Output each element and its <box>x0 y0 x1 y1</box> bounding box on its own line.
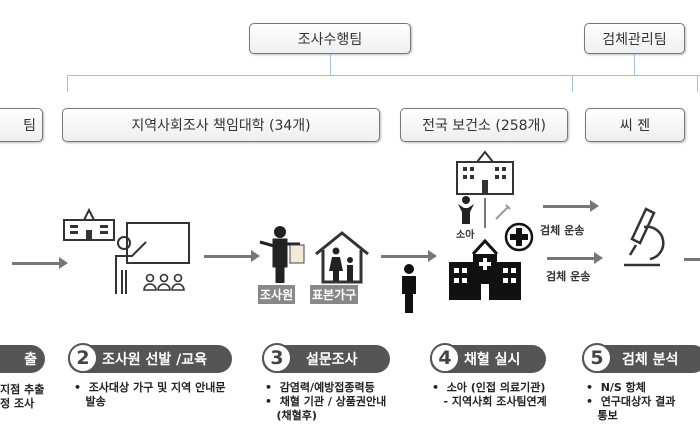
medical-cross-icon <box>504 222 534 252</box>
step-1-pill: 출 <box>0 345 45 373</box>
flow-arrow <box>543 200 599 212</box>
step-label: 채혈 실시 <box>464 352 521 368</box>
bullet: 지점 추출 <box>0 383 45 396</box>
teacher-icon <box>115 222 190 294</box>
step-number: 3 <box>262 343 292 373</box>
bullet: 정 조사 <box>0 397 35 410</box>
flow-arrow <box>12 257 68 269</box>
bullet: - 지역사회 조사팀연계 <box>432 395 547 408</box>
surveyor-icon <box>259 226 305 283</box>
org-box-0: 팀 <box>0 108 43 142</box>
syringe-icon <box>495 204 511 220</box>
step-number: 4 <box>430 343 460 373</box>
step-label: 설문조사 <box>306 352 358 368</box>
connector <box>67 75 700 76</box>
household-tag: 표본가구 <box>310 285 359 304</box>
bullet: • 소아 (인접 의료기관) <box>432 381 546 394</box>
microscope-icon <box>624 207 665 267</box>
step-5-bullets: • N/S 항체• 연구대상자 결과 통보 <box>586 381 675 423</box>
step-label: 조사원 선발 /교육 <box>102 352 208 368</box>
connector <box>484 198 486 228</box>
specimen-team-box: 검체관리팀 <box>584 23 685 54</box>
flow-arrow <box>547 252 603 264</box>
bullet: • 조사대상 가구 및 지역 안내문 <box>74 381 226 394</box>
transport-label-1: 검체 운송 <box>540 224 585 237</box>
bullet: (채혈후) <box>265 409 317 422</box>
step-5-pill: 5 검체 분석 <box>582 343 700 373</box>
step-label: 검체 분석 <box>622 352 679 368</box>
clinic-icon <box>456 150 514 195</box>
connector <box>330 54 331 75</box>
org-box-seegene: 씨 젠 <box>585 108 685 142</box>
flow-arrow <box>684 258 700 261</box>
connector <box>697 75 698 92</box>
step-3-pill: 3 설문조사 <box>262 343 390 373</box>
bullet: • N/S 항체 <box>586 381 646 394</box>
step-4-bullets: • 소아 (인접 의료기관) - 지역사회 조사팀연계 <box>432 381 547 409</box>
step-number: 5 <box>582 343 612 373</box>
bullet: 통보 <box>586 409 618 422</box>
bullet: • 채혈 기관 / 상품권안내 <box>265 395 387 408</box>
hospital-icon <box>449 238 521 300</box>
bullet: 발송 <box>74 395 106 408</box>
flow-arrow <box>381 250 437 262</box>
flow-arrow <box>204 250 260 262</box>
org-box-university: 지역사회조사 책임대학 (34개) <box>62 108 380 142</box>
org-box-health-center: 전국 보건소 (258개) <box>400 108 568 142</box>
bullet: • 감염력/예방접종력등 <box>265 381 375 394</box>
step-2-bullets: • 조사대상 가구 및 지역 안내문 발송 <box>74 381 225 409</box>
bullet: • 연구대상자 결과 <box>586 395 676 408</box>
connector <box>67 75 68 92</box>
step-3-bullets: • 감염력/예방접종력등• 채혈 기관 / 상품권안내 (채혈후) <box>265 381 386 423</box>
household-icon <box>315 231 369 284</box>
connector <box>634 54 635 75</box>
step-number: 2 <box>68 343 98 373</box>
university-icon <box>63 208 115 241</box>
child-label: 소아 <box>456 230 475 241</box>
transport-label-2: 검체 운송 <box>546 270 591 283</box>
surveyor-tag: 조사원 <box>258 285 296 304</box>
step-label: 출 <box>24 352 37 368</box>
survey-team-box: 조사수행팀 <box>249 23 411 54</box>
child-icon <box>458 196 474 224</box>
person-icon <box>402 264 416 313</box>
connector <box>572 75 573 92</box>
